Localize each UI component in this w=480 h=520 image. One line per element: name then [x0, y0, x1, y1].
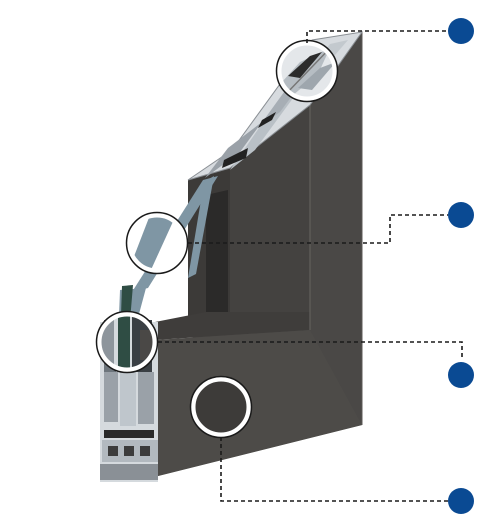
leader-line-2	[188, 214, 448, 244]
leader-line-4	[220, 437, 448, 502]
lens-frame-finish	[189, 375, 253, 439]
frame-bottom	[150, 330, 362, 478]
callout-dot-glass-pane[interactable]	[448, 202, 474, 228]
frame-sill-top	[155, 312, 310, 340]
callout-dot-gasket-section[interactable]	[448, 362, 474, 388]
frame-reveal	[206, 190, 228, 316]
window-frame-profile	[150, 32, 363, 478]
frame-jamb	[230, 105, 310, 318]
leader-line-3	[158, 341, 463, 358]
lens-glass-pane	[125, 211, 189, 275]
callout-dots	[448, 18, 474, 514]
lens-gasket-section	[95, 310, 159, 374]
leader-line-1	[306, 30, 448, 43]
leader-lines	[158, 30, 463, 502]
callout-dot-glazing-bead[interactable]	[448, 18, 474, 44]
callout-dot-frame-finish[interactable]	[448, 488, 474, 514]
